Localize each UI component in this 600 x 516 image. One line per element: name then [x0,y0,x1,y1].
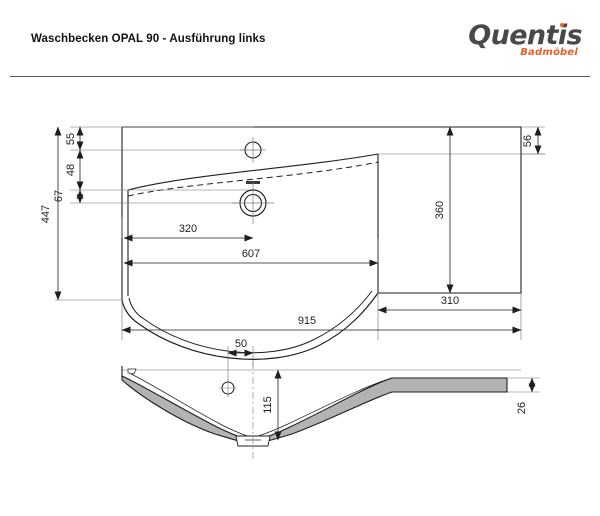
dim-607-label: 607 [242,248,260,260]
dim-320-label: 320 [179,223,197,235]
bowl-rim-top-edge [127,153,379,191]
bowl-outer-front-edge [121,292,379,360]
technical-drawing: 55 48 67 447 320 607 [40,126,545,460]
bowl-inner-front-edge [128,290,373,354]
header-divider [10,76,590,77]
brand-logo: Quentis Badmöbel [444,22,584,68]
dim-915-label: 915 [298,315,316,327]
washbasin-top-view: 55 48 67 447 320 607 [40,126,545,360]
dim-56-label: 56 [522,135,534,147]
dim-rear-to-taphole: 55 [65,133,77,145]
brand-name: Quentis [468,20,582,51]
section-left-notch [127,368,137,375]
dim-shelf-width: 310 [377,295,522,314]
brand-accent-dot [560,23,564,27]
dim-total-depth-label: 447 [40,205,52,223]
sheet-header: Waschbecken OPAL 90 - Ausführung links Q… [0,0,600,78]
dim-360-label: 360 [434,201,446,219]
dim-bowl-width: 607 [123,248,379,267]
dim-115-label: 115 [262,396,274,414]
drain-hole [232,182,274,224]
dim-taphole-to-drain: 50 [227,338,254,357]
washbasin-section-view: 50 115 26 [121,338,540,460]
extension-lines [55,126,545,340]
bowl-hidden-contour [127,161,379,197]
dim-drain-from-left: 320 [123,223,254,242]
brand-tagline: Badmöbel [520,47,578,58]
dim-50-label: 50 [235,338,247,350]
page-title: Waschbecken OPAL 90 - Ausführung links [31,33,266,45]
dim-edge-thickness: 26 [516,377,536,414]
dim-rear-edge-to-shelf: 56 [522,126,542,155]
dim-total-width: 915 [121,315,522,334]
top-view-outer-outline [122,126,522,294]
dim-310-label: 310 [441,295,459,307]
dim-shelf-depth: 360 [434,126,454,294]
dim-rim-to-drain: 67 [53,190,65,202]
dim-total-depth: 447 [40,126,62,301]
dim-bowl-depth: 115 [262,369,282,441]
dim-26-label: 26 [516,402,528,414]
dim-taphole-to-rim: 48 [65,164,77,176]
dim-chain-vertical: 55 48 67 [53,126,84,204]
